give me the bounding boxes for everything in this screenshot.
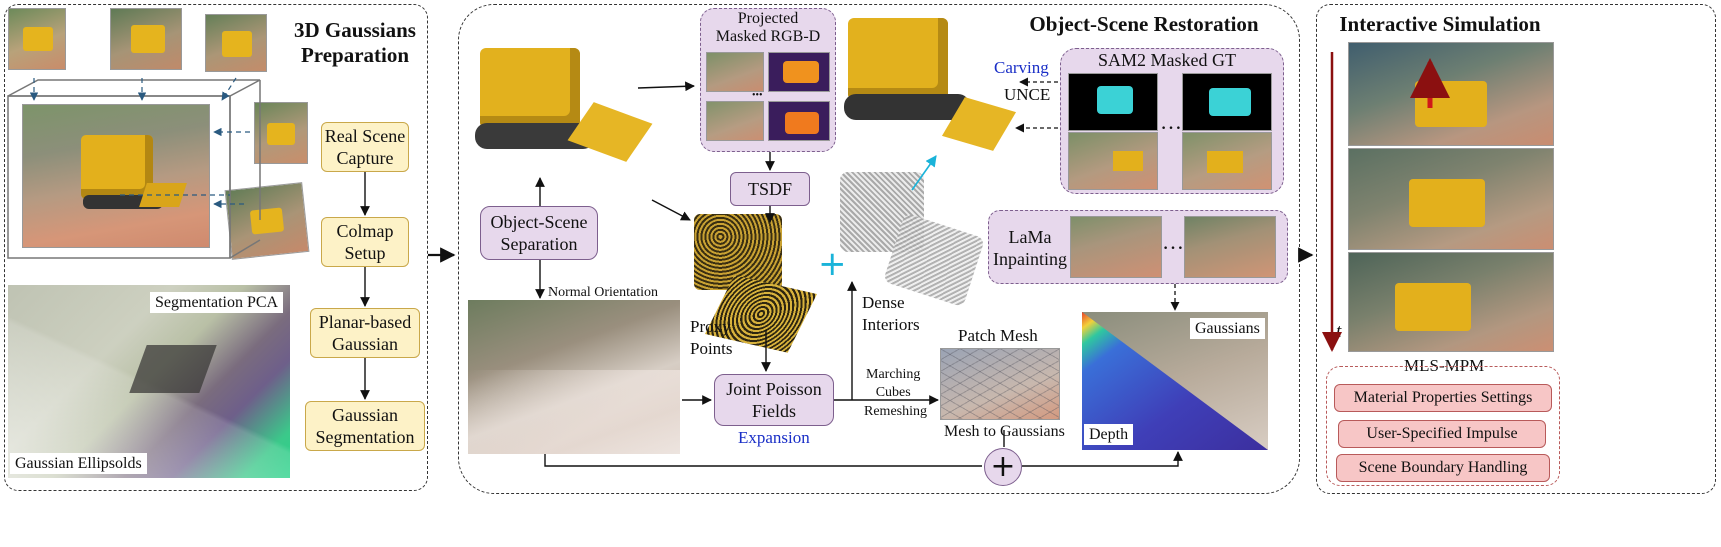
projected-depth-1 (768, 52, 830, 92)
cubes-line: Cubes (875, 385, 911, 400)
gaussians-depth-image (1082, 312, 1268, 450)
sim-frame-2 (1348, 148, 1554, 250)
time-label: t (1336, 321, 1342, 342)
proxy-points-render (686, 200, 836, 358)
camera-dashed-rays (29, 77, 250, 209)
prep-title-line1: 3D Gaussians (294, 18, 416, 42)
unce-label: UNCE (1004, 85, 1051, 104)
normal-scene-image (468, 300, 680, 454)
real-scene-image (22, 104, 210, 248)
projected-label: Projected Masked RGB-D (700, 10, 836, 46)
dense-line1: Dense (862, 293, 905, 312)
sam2-label: SAM2 Masked GT (1098, 50, 1236, 70)
scene-boundary-box: Scene Boundary Handling (1336, 454, 1550, 482)
marching-line: Marching (866, 367, 921, 382)
sum-node-symbol: + (990, 449, 1016, 484)
sam2-ellipsis: … (1160, 109, 1182, 134)
step-real-scene-capture-label: Real Scene Capture (324, 126, 406, 168)
step-colmap-setup-label: Colmap Setup (336, 221, 394, 263)
prep-title: 3D Gaussians Preparation (285, 18, 425, 68)
sim-frame-3 (1348, 252, 1554, 352)
remeshing-label: Remeshing (864, 404, 927, 419)
capture-thumb-3 (205, 14, 267, 72)
proxy-points-label: Proxy Points (690, 316, 733, 360)
separation-line1: Object-Scene (490, 212, 588, 232)
step-colmap-setup: Colmap Setup (321, 217, 409, 267)
object-render (470, 28, 660, 178)
prep-title-line2: Preparation (300, 43, 410, 67)
step-planar-gaussian: Planar-based Gaussian (310, 308, 420, 358)
patch-mesh-label: Patch Mesh (958, 326, 1038, 345)
expansion-label: Expansion (738, 428, 810, 447)
restoration-arrows (535, 81, 1183, 467)
projected-line2: Masked RGB-D (715, 28, 821, 45)
dense-interiors-label: Dense Interiors (862, 292, 920, 336)
step-real-scene-capture: Real Scene Capture (321, 122, 409, 172)
sam2-rgb-2 (1182, 132, 1272, 190)
sam2-mask-1 (1068, 73, 1158, 131)
projected-line1: Projected (737, 10, 799, 27)
material-properties-label: Material Properties Settings (1353, 389, 1533, 406)
user-impulse-box: User-Specified Impulse (1338, 420, 1546, 448)
scene-boundary-label: Scene Boundary Handling (1358, 459, 1528, 476)
projected-rgb-2 (706, 101, 764, 141)
segmentation-image (8, 285, 290, 478)
capture-thumb-2 (110, 8, 182, 70)
capture-thumb-1 (8, 8, 66, 70)
step-planar-gaussian-label: Planar-based Gaussian (318, 312, 412, 354)
dashed-feedback-arrows (1015, 77, 1180, 311)
carved-object-render (838, 8, 1018, 158)
prep-panel (4, 4, 428, 491)
carving-cyan-arrow (911, 155, 937, 191)
projected-dots: ••• (752, 90, 763, 101)
joint-poisson-fields-box: Joint Poisson Fields (714, 374, 834, 426)
lama-image-2 (1184, 216, 1276, 278)
simulation-title: Interactive Simulation (1339, 12, 1541, 36)
restoration-title: Object-Scene Restoration (1029, 12, 1259, 36)
carving-label: Carving (994, 58, 1049, 77)
lama-label: LaMa Inpainting (990, 226, 1070, 270)
proxy-line2: Points (690, 339, 733, 358)
tsdf-label: TSDF (747, 179, 792, 199)
object-scene-separation-box: Object-Scene Separation (480, 206, 598, 260)
marching-cubes-label: Marching Cubes (866, 366, 920, 402)
projected-rgb-1 (706, 52, 764, 92)
gaussian-ellipsoids-label: Gaussian Ellipsolds (10, 453, 147, 474)
normal-orientation-label: Normal Orientation (548, 285, 659, 300)
sim-settings-group (1326, 366, 1560, 486)
sum-node: + (984, 448, 1022, 486)
lama-line1: LaMa (1008, 227, 1052, 247)
mls-mpm-label: MLS-MPM (1404, 356, 1485, 375)
lama-line2: Inpainting (993, 249, 1067, 269)
capture-box-wireframe (7, 79, 261, 259)
segmentation-pca-label: Segmentation PCA (150, 292, 284, 313)
dense-interiors-render (832, 168, 986, 310)
patch-mesh-image (940, 348, 1060, 420)
dense-line2: Interiors (862, 315, 920, 334)
lama-ellipsis: … (1162, 229, 1184, 254)
user-impulse-label: User-Specified Impulse (1366, 425, 1518, 442)
tsdf-box: TSDF (730, 172, 810, 206)
material-properties-box: Material Properties Settings (1334, 384, 1552, 412)
sam2-mask-2 (1182, 73, 1272, 131)
projected-depth-2 (768, 101, 830, 141)
joint-line2: Fields (751, 401, 796, 421)
proxy-line1: Proxy (690, 317, 731, 336)
joint-line1: Joint Poisson (726, 379, 822, 399)
lama-image-1 (1070, 216, 1162, 278)
plus-sign: + (818, 244, 847, 284)
sim-frame-1 (1348, 42, 1554, 146)
capture-thumb-4 (254, 102, 308, 164)
step-gaussian-segmentation: Gaussian Segmentation (305, 401, 425, 451)
gaussians-label: Gaussians (1190, 318, 1265, 339)
sam2-rgb-1 (1068, 132, 1158, 190)
separation-line2: Separation (500, 234, 578, 254)
simulation-panel (1316, 4, 1716, 494)
depth-label: Depth (1084, 424, 1134, 445)
step-gaussian-segmentation-label: Gaussian Segmentation (315, 405, 415, 447)
